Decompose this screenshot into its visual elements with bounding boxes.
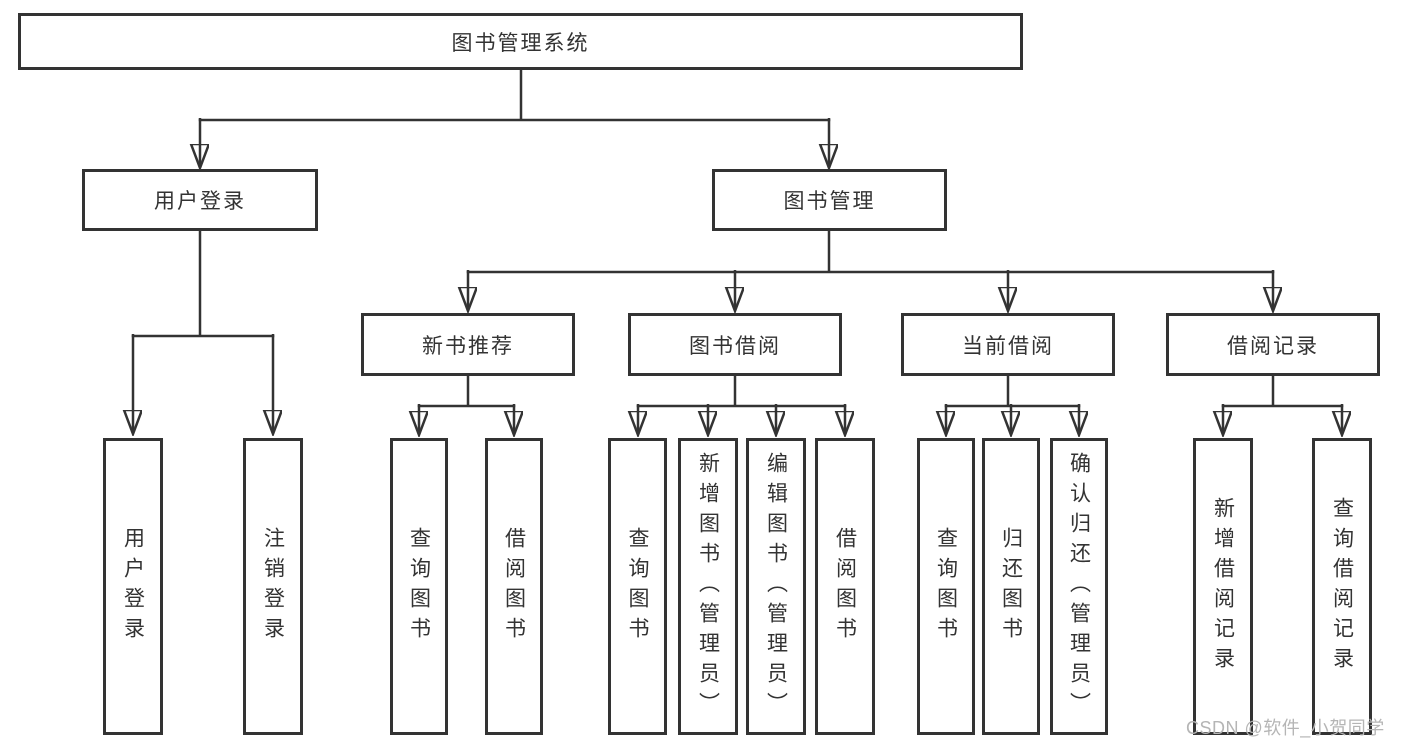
node-label: 查询图书 (934, 526, 958, 647)
node-leaf-edit-books-admin: 编辑图书（管理员） (746, 438, 806, 735)
node-label: 新增图书（管理员） (696, 451, 720, 722)
node-label: 归还图书 (999, 526, 1023, 647)
node-label: 查询借阅记录 (1330, 496, 1354, 677)
node-user-login: 用户登录 (82, 169, 318, 231)
node-leaf-borrow-books-1: 借阅图书 (485, 438, 543, 735)
node-leaf-query-books-2: 查询图书 (608, 438, 667, 735)
node-label: 注销登录 (261, 526, 285, 647)
node-leaf-return-books: 归还图书 (982, 438, 1040, 735)
node-leaf-logout: 注销登录 (243, 438, 303, 735)
node-label: 借阅图书 (502, 526, 526, 647)
node-new-book-recommendation: 新书推荐 (361, 313, 575, 376)
node-leaf-user-login: 用户登录 (103, 438, 163, 735)
node-book-borrowing: 图书借阅 (628, 313, 842, 376)
node-label: 编辑图书（管理员） (764, 451, 788, 722)
node-leaf-confirm-return-admin: 确认归还（管理员） (1050, 438, 1108, 735)
node-leaf-add-borrow-record: 新增借阅记录 (1193, 438, 1253, 735)
node-label: 借阅图书 (833, 526, 857, 647)
node-label: 查询图书 (626, 526, 649, 647)
node-leaf-add-books-admin: 新增图书（管理员） (678, 438, 738, 735)
node-leaf-borrow-books-2: 借阅图书 (815, 438, 875, 735)
node-leaf-query-borrow-record: 查询借阅记录 (1312, 438, 1372, 735)
watermark: CSDN @软件_小贺同学 (1186, 718, 1385, 738)
node-current-borrowing: 当前借阅 (901, 313, 1115, 376)
node-library-management-system: 图书管理系统 (18, 13, 1023, 70)
node-borrowing-records: 借阅记录 (1166, 313, 1380, 376)
node-label: 查询图书 (407, 526, 431, 647)
node-book-management: 图书管理 (712, 169, 947, 231)
node-label: 新增借阅记录 (1211, 496, 1235, 677)
node-leaf-query-books-3: 查询图书 (917, 438, 975, 735)
node-label: 用户登录 (121, 526, 145, 647)
node-label: 确认归还（管理员） (1067, 451, 1091, 722)
node-leaf-query-books-1: 查询图书 (390, 438, 448, 735)
